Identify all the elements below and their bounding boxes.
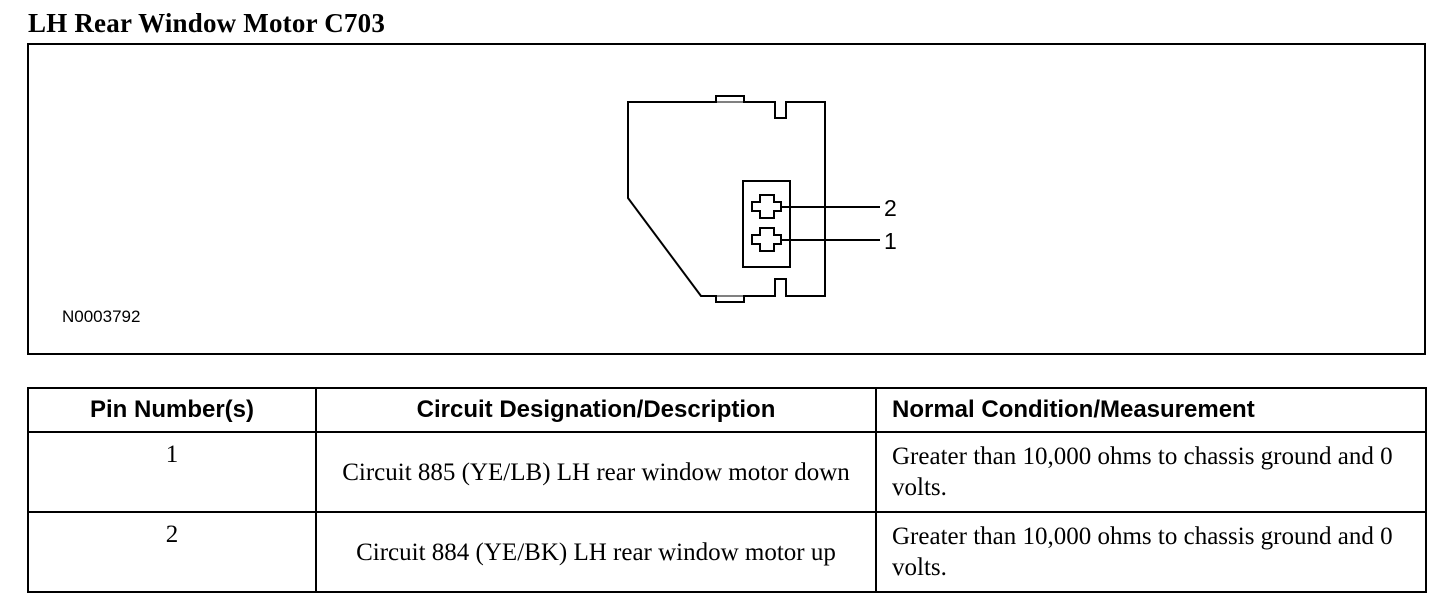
terminal-cavity-frame <box>742 180 791 268</box>
terminal-pin-2 <box>751 194 782 219</box>
header-circuit-description: Circuit Designation/Description <box>315 387 877 433</box>
cell-pin: 1 <box>27 431 317 513</box>
header-normal-condition: Normal Condition/Measurement <box>875 387 1427 433</box>
cell-pin: 2 <box>27 511 317 593</box>
pin-table: Pin Number(s) Circuit Designation/Descri… <box>27 387 1427 593</box>
connector-face-drawing: 2 1 <box>627 95 897 303</box>
cell-measurement: Greater than 10,000 ohms to chassis grou… <box>875 511 1427 593</box>
figure-id: N0003792 <box>62 307 141 326</box>
connector-diagram: 2 1 N0003792 <box>27 43 1426 355</box>
connector-housing-outline <box>627 95 826 303</box>
callout-pin-2: 2 <box>884 195 897 221</box>
page-title: LH Rear Window Motor C703 <box>28 8 386 38</box>
cell-description: Circuit 884 (YE/BK) LH rear window motor… <box>315 511 877 593</box>
cell-description: Circuit 885 (YE/LB) LH rear window motor… <box>315 431 877 513</box>
table-row: 1 Circuit 885 (YE/LB) LH rear window mot… <box>27 431 1427 513</box>
callout-pin-1: 1 <box>884 228 897 254</box>
table-header-row: Pin Number(s) Circuit Designation/Descri… <box>27 387 1427 433</box>
table-row: 2 Circuit 884 (YE/BK) LH rear window mot… <box>27 511 1427 593</box>
terminal-pin-1 <box>751 227 782 252</box>
cell-measurement: Greater than 10,000 ohms to chassis grou… <box>875 431 1427 513</box>
header-pin-numbers: Pin Number(s) <box>27 387 317 433</box>
